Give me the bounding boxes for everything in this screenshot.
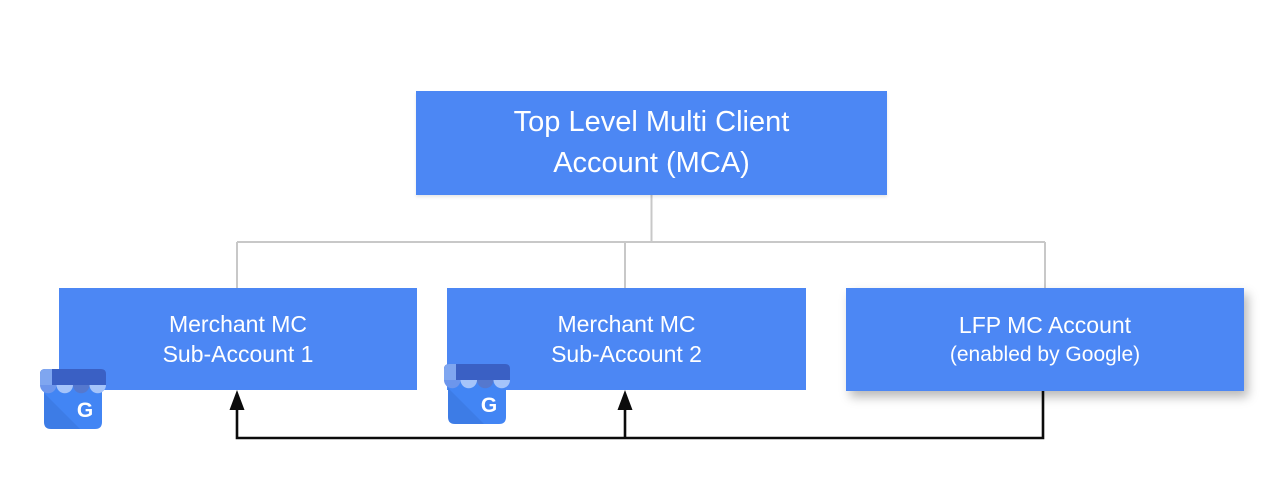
google-my-business-icon: G — [40, 369, 106, 429]
awning-scallop-1 — [444, 380, 461, 389]
awning-scallop-1 — [40, 385, 57, 394]
awning-scallop-2 — [56, 385, 73, 394]
flow-line-from-lfp — [235, 389, 1045, 440]
google-g-letter: G — [481, 394, 497, 417]
node-label-line: Sub-Account 1 — [162, 341, 314, 367]
store-body-fold — [44, 393, 80, 429]
node-top-level-mca: Top Level Multi Client Account (MCA) — [416, 91, 887, 195]
google-g-letter: G — [77, 399, 93, 422]
node-label-line: Sub-Account 2 — [551, 341, 702, 367]
node-label-line: Merchant MC — [168, 311, 308, 337]
awning-band-corner — [444, 364, 456, 380]
google-my-business-icon: G — [444, 364, 510, 424]
arrowhead-up-child-1-icon — [229, 390, 245, 410]
arrowhead-up-child-2-icon — [617, 390, 633, 410]
store-body-fold — [448, 388, 484, 424]
node-label-line: Top Level Multi Client — [513, 106, 790, 138]
node-label-line: LFP MC Account — [958, 311, 1132, 338]
node-label-line: Merchant MC — [557, 311, 696, 337]
awning-scallop-3 — [73, 385, 90, 394]
awning-scallop-4 — [89, 385, 106, 394]
awning-band — [444, 364, 510, 380]
awning-scallop-2 — [460, 380, 477, 389]
store-body — [448, 380, 506, 424]
awning-band-corner — [40, 369, 52, 385]
node-label-subline: (enabled by Google) — [949, 342, 1141, 366]
awning-band — [40, 369, 106, 385]
awning-scallop-3 — [477, 380, 494, 389]
node-merchant-sub-account-2: Merchant MC Sub-Account 2 — [447, 288, 806, 390]
awning-scallop-4 — [493, 380, 510, 389]
store-body — [44, 385, 102, 429]
node-label-line: Account (MCA) — [553, 147, 750, 179]
node-lfp-mc-account: LFP MC Account (enabled by Google) — [846, 288, 1244, 391]
node-merchant-sub-account-1: Merchant MC Sub-Account 1 — [59, 288, 417, 390]
